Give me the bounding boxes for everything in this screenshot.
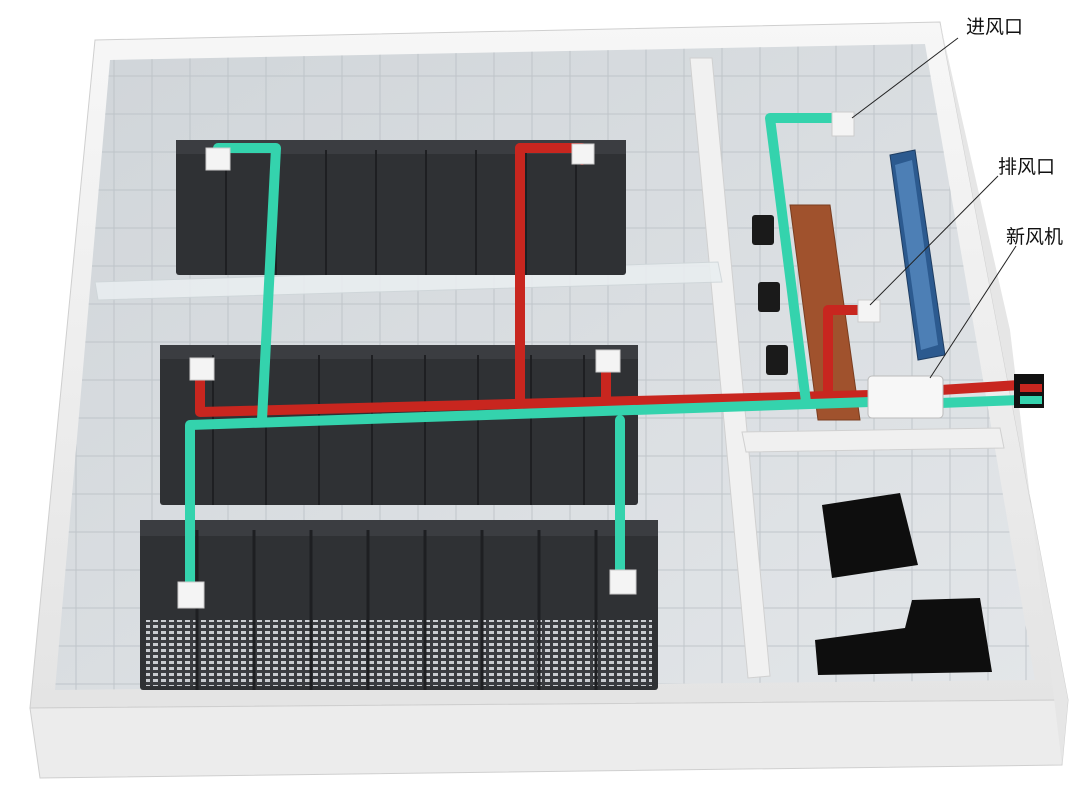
outer-wall-front xyxy=(29,699,1069,779)
rack-row-upper xyxy=(176,140,626,275)
precision-ac-unit-icon xyxy=(815,493,992,675)
workstation-chair-icon xyxy=(752,215,788,375)
outer-wall-right xyxy=(940,22,1068,765)
inlet-vent-icon xyxy=(177,111,855,609)
callout-lines xyxy=(851,37,1017,379)
exhaust-vent-icon xyxy=(189,143,881,381)
fresh-air-unit-label: 新风机 xyxy=(1006,226,1064,248)
partition-server-room xyxy=(689,57,771,679)
exhaust-duct xyxy=(195,143,1025,417)
exhaust-label: 排风口 xyxy=(998,156,1056,178)
fresh-air-unit-icon xyxy=(867,374,1044,419)
partition-office xyxy=(741,427,1005,453)
air-inlet-label: 进风口 xyxy=(966,16,1024,38)
rack-row-lower xyxy=(140,520,658,690)
